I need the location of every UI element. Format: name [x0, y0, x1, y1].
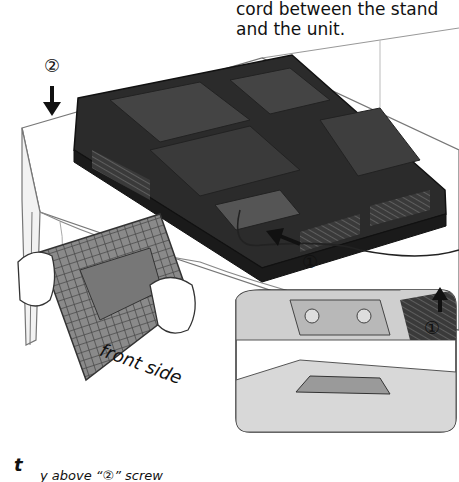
callout-number: ①: [424, 318, 440, 339]
callout-number: ②: [44, 56, 60, 77]
note-text: y above “②” screw: [40, 469, 163, 482]
instruction-text: cord between the stand and the unit.: [236, 0, 456, 39]
stand-side-label: front side: [97, 340, 185, 389]
callout-number: ①: [302, 252, 318, 273]
heading-fragment: t: [14, 455, 23, 476]
